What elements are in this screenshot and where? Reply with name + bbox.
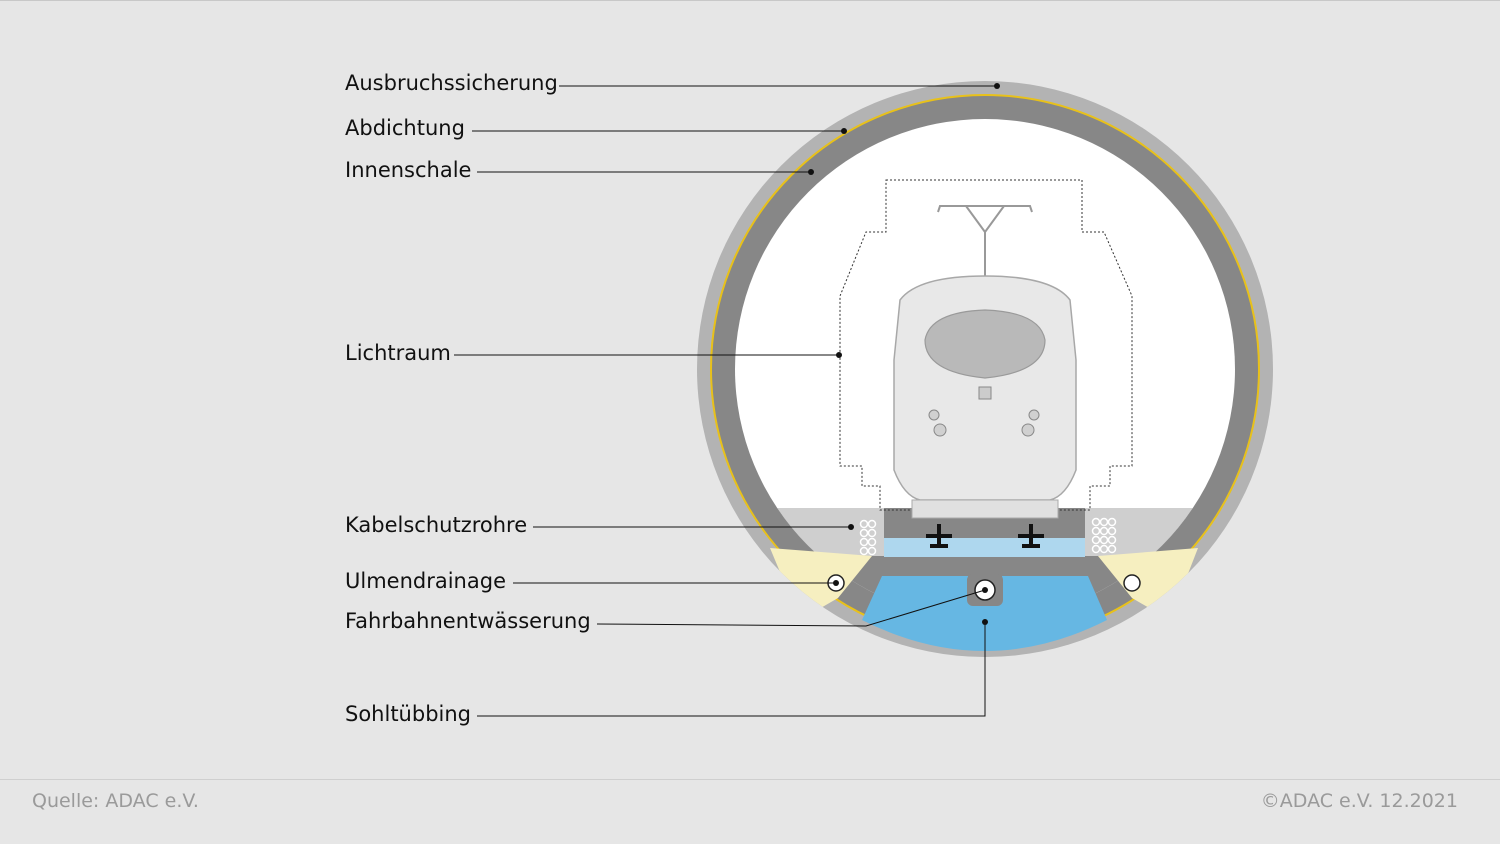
headlights-left: [928, 409, 947, 437]
label-lichtraum: Lichtraum: [345, 341, 451, 365]
leader-lines: [454, 85, 997, 717]
label-sohltuebbing: Sohltübbing: [345, 702, 471, 726]
rails: [926, 524, 1044, 548]
pantograph: [937, 205, 1033, 276]
kabelschutzrohre-left: [859, 519, 877, 556]
train-front: [893, 275, 1077, 519]
track-bed: [884, 538, 1085, 557]
kabelschutzrohre-right: [1091, 517, 1117, 554]
footer-divider: [0, 779, 1500, 780]
label-ausbruchssicherung: Ausbruchssicherung: [345, 71, 558, 95]
ulmendrainage-pipe-right: [1123, 574, 1141, 592]
label-kabelschutzrohre: Kabelschutzrohre: [345, 513, 528, 537]
sohltuebbing-segment: [862, 576, 1107, 651]
label-abdichtung: Abdichtung: [345, 116, 465, 140]
headlights-right: [1021, 409, 1040, 437]
leader-dots: [808, 83, 1000, 625]
lichtraum-outline: [839, 179, 1133, 511]
label-ulmendrainage: Ulmendrainage: [345, 569, 506, 593]
footer-copyright: ©ADAC e.V. 12.2021: [1260, 790, 1458, 812]
label-fahrbahnentwaesserung: Fahrbahnentwässerung: [345, 609, 591, 633]
footer-source: Quelle: ADAC e.V.: [32, 790, 199, 812]
top-border: [0, 0, 1500, 1]
label-innenschale: Innenschale: [345, 158, 472, 182]
